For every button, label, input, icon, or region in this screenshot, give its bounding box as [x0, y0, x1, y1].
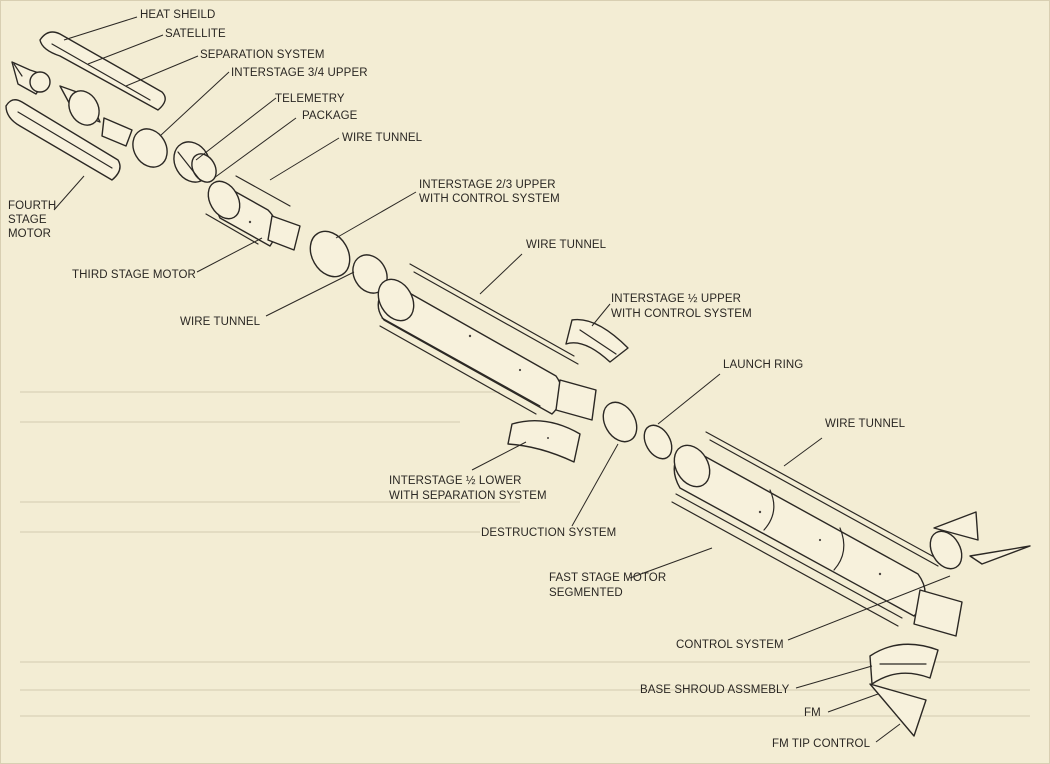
first-stage-motor	[671, 431, 963, 637]
fourth-stage-motor	[5, 99, 121, 181]
interstage-12-lower	[507, 419, 581, 463]
label-fm-tip-control: FM TIP CONTROL	[772, 738, 871, 750]
label-fast-stage-motor: FAST STAGE MOTOR	[549, 572, 666, 584]
label-telemetry-package: PACKAGE	[302, 110, 358, 122]
label-launch-ring: LAUNCH RING	[723, 359, 803, 371]
label-interstage-12-lower: INTERSTAGE ½ LOWER	[389, 475, 522, 487]
satellite-part	[11, 61, 101, 126]
separation-ring-lower	[602, 401, 673, 460]
label-telemetry: TELEMETRY	[275, 93, 345, 105]
label-separation-system: SEPARATION SYSTEM	[200, 49, 325, 61]
label-wire-tunnel-4: WIRE TUNNEL	[825, 418, 906, 430]
label-interstage-23-control: WITH CONTROL SYSTEM	[419, 193, 560, 205]
interstage-34	[173, 141, 217, 183]
label-fourth-stage: FOURTH	[8, 200, 56, 212]
second-stage-motor	[377, 263, 597, 421]
label-third-stage-motor: THIRD STAGE MOTOR	[72, 269, 196, 281]
label-fast-stage-segmented: SEGMENTED	[549, 587, 623, 599]
label-heat-shield: HEAT SHEILD	[140, 9, 215, 21]
label-fourth-stage-3: MOTOR	[8, 228, 51, 240]
label-fourth-stage-2: STAGE	[8, 214, 47, 226]
control-system-fins	[929, 511, 1031, 570]
base-shroud	[869, 643, 939, 737]
label-wire-tunnel-2: WIRE TUNNEL	[180, 316, 261, 328]
label-interstage-23-upper: INTERSTAGE 2/3 UPPER	[419, 179, 556, 191]
label-interstage-12-upper-control: WITH CONTROL SYSTEM	[611, 308, 752, 320]
label-interstage-12-upper: INTERSTAGE ½ UPPER	[611, 293, 741, 305]
label-control-system: CONTROL SYSTEM	[676, 639, 784, 651]
heat-shield-upper	[39, 31, 166, 111]
separation-ring	[101, 117, 168, 168]
interstage-12-upper	[565, 318, 629, 363]
label-wire-tunnel-3: WIRE TUNNEL	[526, 239, 607, 251]
label-satellite: SATELLITE	[165, 28, 226, 40]
callout-labels: HEAT SHEILD SATELLITE SEPARATION SYSTEM …	[8, 9, 906, 750]
bleed-through-texture	[20, 391, 1030, 717]
third-stage-motor	[205, 175, 301, 251]
rocket-parts	[5, 31, 1031, 737]
label-base-shroud: BASE SHROUD ASSMEBLY	[640, 684, 790, 696]
label-wire-tunnel-1: WIRE TUNNEL	[342, 132, 423, 144]
texture-specks	[248, 220, 882, 576]
label-fm: FM	[804, 707, 821, 719]
label-interstage-12-lower-separation: WITH SEPARATION SYSTEM	[389, 490, 547, 502]
label-destruction-system: DESTRUCTION SYSTEM	[481, 527, 616, 539]
leader-lines	[53, 16, 951, 743]
label-interstage-34-upper: INTERSTAGE 3/4 UPPER	[231, 67, 368, 79]
interstage-23	[309, 230, 388, 294]
